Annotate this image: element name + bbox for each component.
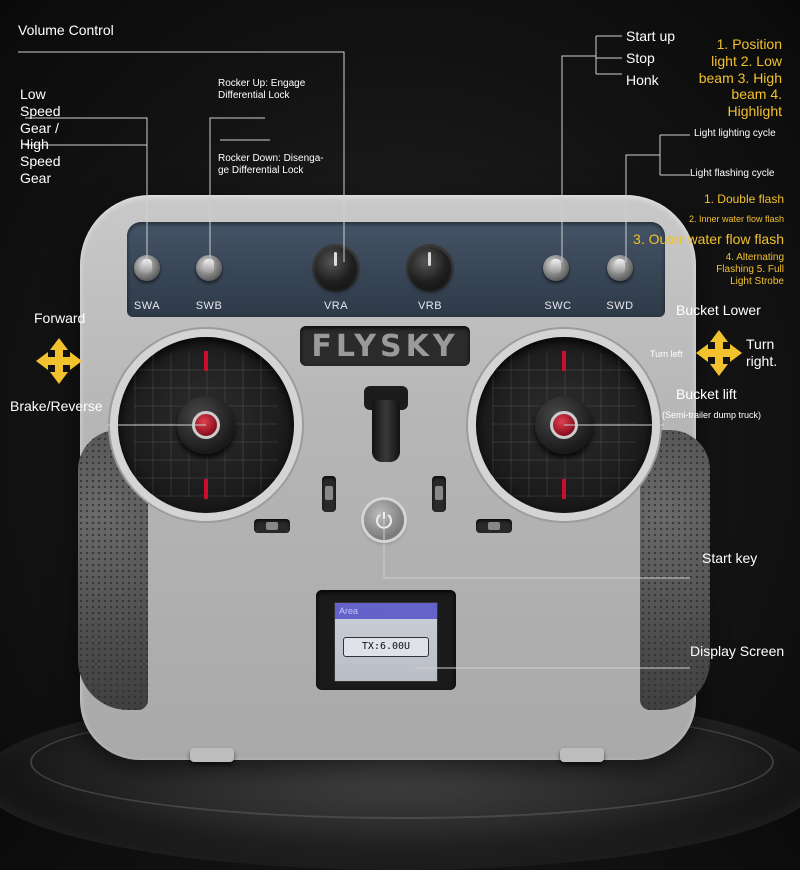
start-key-label: Start key — [702, 550, 758, 566]
brake-reverse-label: Brake/Reverse — [10, 398, 103, 414]
right-stick-top-mark — [562, 351, 566, 371]
light-lighting-cycle-label: Light lighting cycle — [694, 128, 776, 139]
double-flash-label: 1. Double flash — [703, 192, 784, 206]
outer-water-flow-label: 3. Outer water flow flash — [633, 231, 784, 247]
inner-water-flow-label: 2. Inner water flow flash — [688, 214, 784, 224]
callout-leader-lines — [18, 35, 690, 669]
rocker-down-label: Rocker Down: Disenga- ge Differential Lo… — [218, 153, 324, 176]
turn-left-label: Turn left — [650, 349, 683, 359]
alternating-flash-label: 4. Alternating Flashing 5. Full Light St… — [716, 252, 784, 287]
lights-label: 1. Position light 2. Low beam 3. High be… — [698, 36, 782, 120]
volume-control-label: Volume Control — [18, 22, 114, 38]
semi-trailer-label: (Semi-trailer dump truck) — [662, 410, 762, 420]
left-foot — [190, 748, 234, 762]
four-way-arrow-icon — [36, 338, 82, 384]
swb-label: SWB — [195, 300, 223, 312]
four-way-arrow-icon — [696, 330, 742, 376]
stop-label: Stop — [626, 50, 655, 66]
left-stick-bottom-mark — [204, 479, 208, 499]
vra-label: VRA — [323, 300, 349, 312]
rocker-up-label: Rocker Up: Engage Differential Lock — [218, 78, 306, 101]
swb-toggle[interactable] — [196, 255, 222, 281]
rocker-lever[interactable] — [372, 400, 400, 462]
right-horizontal-trim[interactable] — [476, 519, 512, 533]
right-foot — [560, 748, 604, 762]
swc-toggle[interactable] — [543, 255, 569, 281]
display-screen-label: Display Screen — [690, 643, 785, 659]
start-up-label: Start up — [626, 28, 676, 44]
right-grip — [640, 430, 710, 710]
left-stick-top-mark — [204, 351, 208, 371]
left-vertical-trim[interactable] — [322, 476, 336, 512]
turn-right-label: Turn right. — [746, 336, 778, 369]
forward-label: Forward — [34, 310, 86, 326]
left-horizontal-trim[interactable] — [254, 519, 290, 533]
right-grip-texture — [640, 430, 710, 710]
right-stick-bottom-mark — [562, 479, 566, 499]
swd-toggle[interactable] — [607, 255, 633, 281]
swd-label: SWD — [606, 300, 634, 312]
center-rocker[interactable] — [356, 386, 416, 466]
screen-tx-voltage: TX:6.00U — [343, 637, 429, 657]
vra-knob[interactable] — [315, 247, 357, 289]
screen-title-bar: Area — [335, 603, 437, 619]
brand-logo: FLYSKY — [300, 326, 470, 366]
display-screen: Area TX:6.00U — [334, 602, 438, 682]
swc-label: SWC — [544, 300, 572, 312]
honk-label: Honk — [626, 72, 659, 88]
swa-label: SWA — [133, 300, 161, 312]
bucket-lift-label: Bucket lift — [676, 386, 737, 402]
vrb-label: VRB — [417, 300, 443, 312]
bucket-lower-label: Bucket Lower — [676, 302, 761, 318]
gear-label: Low Speed Gear / High Speed Gear — [20, 86, 61, 186]
product-stage: SWA SWB VRA VRB SWC SWD FLYSKY Area TX:6… — [0, 22, 800, 870]
light-flashing-cycle-label: Light flashing cycle — [690, 168, 775, 179]
right-vertical-trim[interactable] — [432, 476, 446, 512]
vrb-knob[interactable] — [409, 247, 451, 289]
